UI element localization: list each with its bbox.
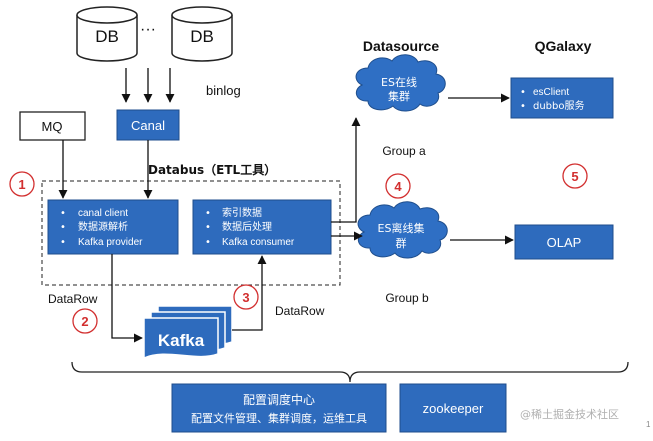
olap-box — [514, 224, 614, 260]
svg-text:•: • — [60, 222, 66, 233]
kafka-label: Kafka — [158, 331, 205, 350]
consumer-item: 索引数据 — [222, 206, 262, 219]
config-center-subtitle: 配置文件管理、集群调度，运维工具 — [191, 411, 367, 425]
esclient-item: esClient — [533, 87, 569, 98]
watermark: @稀土掘金技术社区 — [520, 407, 619, 421]
esclient-item: dubbo服务 — [533, 99, 585, 112]
db-ellipsis: ··· — [140, 21, 156, 38]
svg-text:•: • — [205, 237, 211, 248]
producer-box — [47, 199, 179, 255]
datasource-header: Datasource — [363, 38, 439, 54]
kafka-to-consumer-arrow — [232, 255, 267, 331]
db-cylinder-right: DB — [171, 6, 233, 62]
svg-text:5: 5 — [571, 169, 578, 184]
esclient-list: • esClient • dubbo服务 — [520, 87, 585, 112]
svg-text:•: • — [520, 87, 526, 98]
producer-list: • canal client • 数据源解析 • Kafka provider — [60, 208, 143, 248]
svg-text:•: • — [520, 101, 526, 112]
zookeeper-box — [399, 383, 507, 433]
mq-box — [19, 111, 86, 141]
es-offline-cloud: ES离线集 群 — [357, 201, 448, 259]
group-b-label: Group b — [385, 291, 429, 305]
group-a-label: Group a — [382, 144, 426, 158]
db-left-label: DB — [95, 27, 119, 46]
olap-label: OLAP — [547, 235, 582, 250]
svg-text:3: 3 — [242, 290, 249, 305]
consumer-to-es-online-arrow — [331, 117, 361, 223]
svg-text:2: 2 — [81, 314, 88, 329]
svg-text:1: 1 — [18, 177, 25, 192]
qgalaxy-header: QGalaxy — [535, 38, 592, 54]
svg-text:•: • — [205, 208, 211, 219]
svg-text:•: • — [60, 208, 66, 219]
svg-text:4: 4 — [394, 179, 402, 194]
db-cylinder-left: DB — [76, 6, 138, 62]
es-offline-line2: 群 — [396, 236, 407, 250]
config-center-box — [171, 383, 387, 433]
canal-box — [116, 109, 180, 141]
datarow-right-label: DataRow — [275, 304, 325, 318]
es-offline-line1: ES离线集 — [378, 221, 425, 235]
producer-to-kafka-arrow — [111, 254, 143, 343]
consumer-item: Kafka consumer — [222, 237, 295, 248]
mq-label: MQ — [42, 119, 63, 134]
producer-item: canal client — [78, 208, 128, 219]
consumer-list: • 索引数据 • 数据后处理 • Kafka consumer — [205, 206, 295, 248]
es-online-cloud: ES在线 集群 — [355, 54, 446, 112]
bottom-brace — [71, 361, 629, 383]
canal-label: Canal — [131, 118, 165, 133]
producer-item: Kafka provider — [78, 237, 143, 248]
datarow-left-label: DataRow — [48, 292, 98, 306]
binlog-label: binlog — [206, 83, 241, 98]
zookeeper-label: zookeeper — [423, 401, 484, 416]
svg-text:•: • — [205, 222, 211, 233]
step-circle-4: 4 — [385, 173, 411, 199]
es-online-line1: ES在线 — [381, 75, 417, 89]
es-online-line2: 集群 — [388, 89, 410, 103]
step-circle-5: 5 — [562, 163, 588, 189]
databus-container — [41, 180, 341, 286]
databus-label: Databus（ETL工具） — [148, 162, 276, 177]
step-circle-3: 3 — [233, 284, 259, 310]
db-right-label: DB — [190, 27, 214, 46]
consumer-box — [192, 199, 332, 255]
step-circle-2: 2 — [72, 308, 98, 334]
svg-text:•: • — [60, 237, 66, 248]
producer-item: 数据源解析 — [78, 220, 128, 233]
page-marker: 1 — [646, 420, 651, 429]
step-circle-1: 1 — [9, 171, 35, 197]
kafka-stack: Kafka — [143, 305, 233, 360]
config-center-title: 配置调度中心 — [243, 392, 315, 407]
consumer-item: 数据后处理 — [222, 220, 272, 233]
esclient-box — [510, 77, 614, 119]
